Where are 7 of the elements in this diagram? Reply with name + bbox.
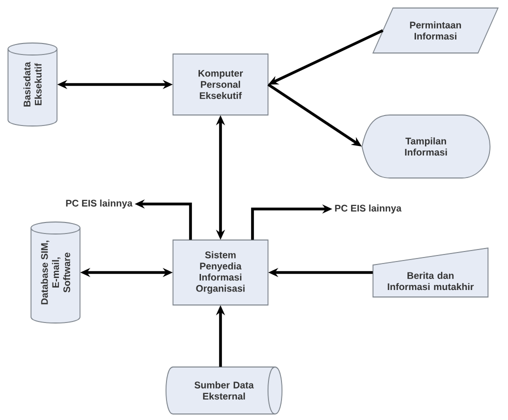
database-cylinder: Basisdata Eksekutif	[8, 42, 58, 126]
text-label: PC EIS lainnya	[66, 200, 133, 208]
storage-cylinder: Sumber Data Eksternal	[166, 366, 282, 414]
process-box: Komputer Personal Eksekutif	[172, 54, 268, 116]
process-box: Sistem Penyedia Informasi Organisasi	[172, 240, 268, 306]
text-label: PC EIS lainnya	[335, 204, 402, 214]
database-cylinder: Database SIM, E-mail, Software	[30, 222, 80, 324]
